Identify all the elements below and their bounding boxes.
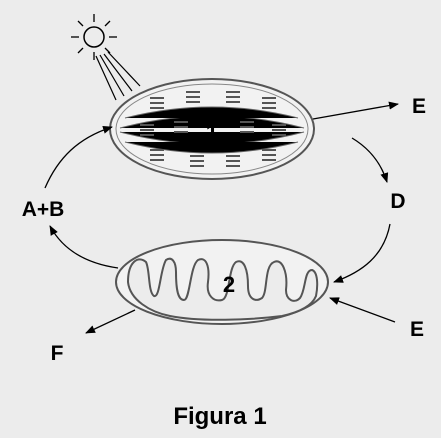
label-organelle-2: 2: [223, 272, 235, 297]
label-e-bottom: E: [410, 318, 424, 341]
arrow-from-e-bottom: [330, 298, 395, 322]
arrow-to-mitochondrion: [334, 224, 390, 282]
label-organelle-1: 1: [206, 120, 218, 145]
arrow-to-f: [86, 310, 135, 333]
arrow-to-chloroplast: [45, 127, 112, 188]
label-f: F: [51, 342, 64, 365]
label-a-plus-b: A+B: [22, 198, 65, 221]
arrow-to-e-top: [313, 104, 398, 119]
light-rays: [96, 52, 140, 100]
figure-caption: Figura 1: [173, 403, 266, 430]
arrow-to-a-plus-b: [50, 226, 118, 268]
label-e-top: E: [412, 95, 426, 118]
arrow-to-d: [352, 138, 387, 182]
label-d: D: [390, 190, 405, 213]
sun-icon: [71, 14, 117, 60]
